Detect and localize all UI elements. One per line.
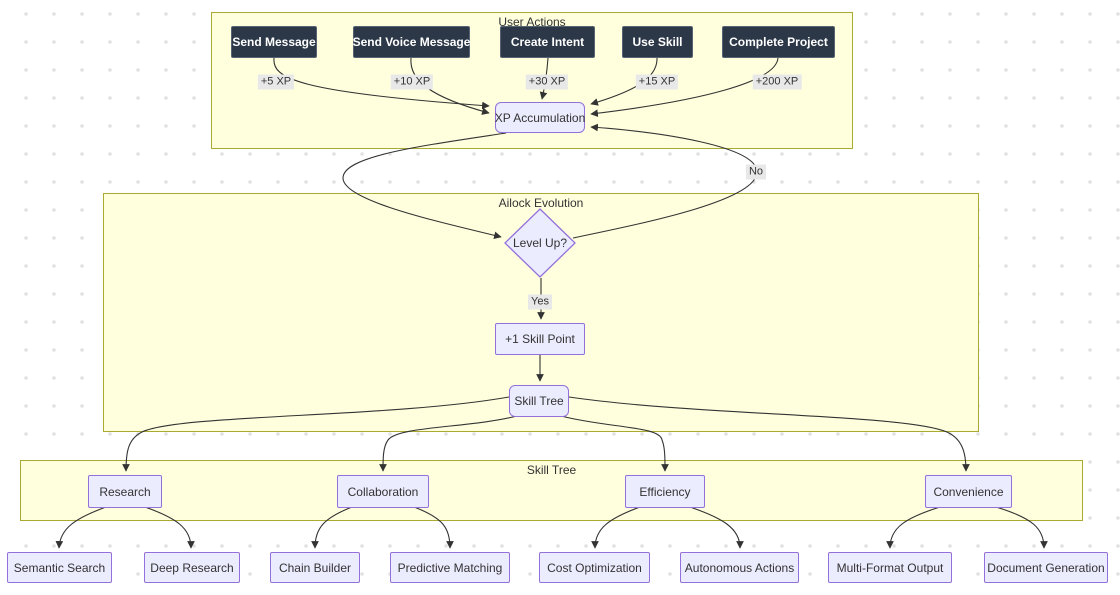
node-deep-research: Deep Research bbox=[144, 552, 240, 583]
edge-label-yes: Yes bbox=[528, 294, 552, 310]
node-semantic-search: Semantic Search bbox=[7, 552, 112, 583]
node-level-up-label: Level Up? bbox=[512, 236, 568, 250]
node-convenience: Convenience bbox=[925, 475, 1012, 508]
node-create-intent: Create Intent bbox=[500, 26, 595, 58]
node-research: Research bbox=[88, 475, 162, 508]
node-send-message: Send Message bbox=[231, 26, 317, 58]
diamond-shape bbox=[504, 208, 576, 278]
node-skill-point: +1 Skill Point bbox=[495, 323, 585, 355]
subgraph-ailock-evolution-title: Ailock Evolution bbox=[498, 196, 584, 210]
subgraph-skill-tree-title: Skill Tree bbox=[526, 463, 577, 477]
edge-label-xp30: +30 XP bbox=[525, 74, 569, 90]
node-document-generation: Document Generation bbox=[984, 552, 1108, 583]
node-predictive-matching: Predictive Matching bbox=[390, 552, 510, 583]
edge-label-xp5: +5 XP bbox=[257, 74, 295, 90]
node-autonomous-actions: Autonomous Actions bbox=[680, 552, 799, 583]
node-efficiency: Efficiency bbox=[625, 475, 705, 508]
node-chain-builder: Chain Builder bbox=[270, 552, 360, 583]
subgraph-user-actions-title: User Actions bbox=[498, 15, 566, 29]
node-skill-tree: Skill Tree bbox=[509, 385, 569, 417]
node-level-up: Level Up? bbox=[504, 208, 576, 278]
node-xp-accumulation: XP Accumulation bbox=[495, 102, 585, 133]
node-cost-optimization: Cost Optimization bbox=[539, 552, 650, 583]
edge-label-no: No bbox=[745, 164, 767, 180]
edge-label-xp10: +10 XP bbox=[390, 74, 434, 90]
edge-label-xp15: +15 XP bbox=[635, 74, 679, 90]
node-send-voice-message: Send Voice Message bbox=[353, 26, 470, 58]
node-complete-project: Complete Project bbox=[722, 26, 835, 58]
node-multi-format-output: Multi-Format Output bbox=[828, 552, 952, 583]
edge-label-xp200: +200 XP bbox=[752, 74, 802, 90]
node-collaboration: Collaboration bbox=[337, 475, 429, 508]
node-use-skill: Use Skill bbox=[622, 26, 693, 58]
subgraph-skill-tree: Skill Tree bbox=[20, 460, 1083, 521]
